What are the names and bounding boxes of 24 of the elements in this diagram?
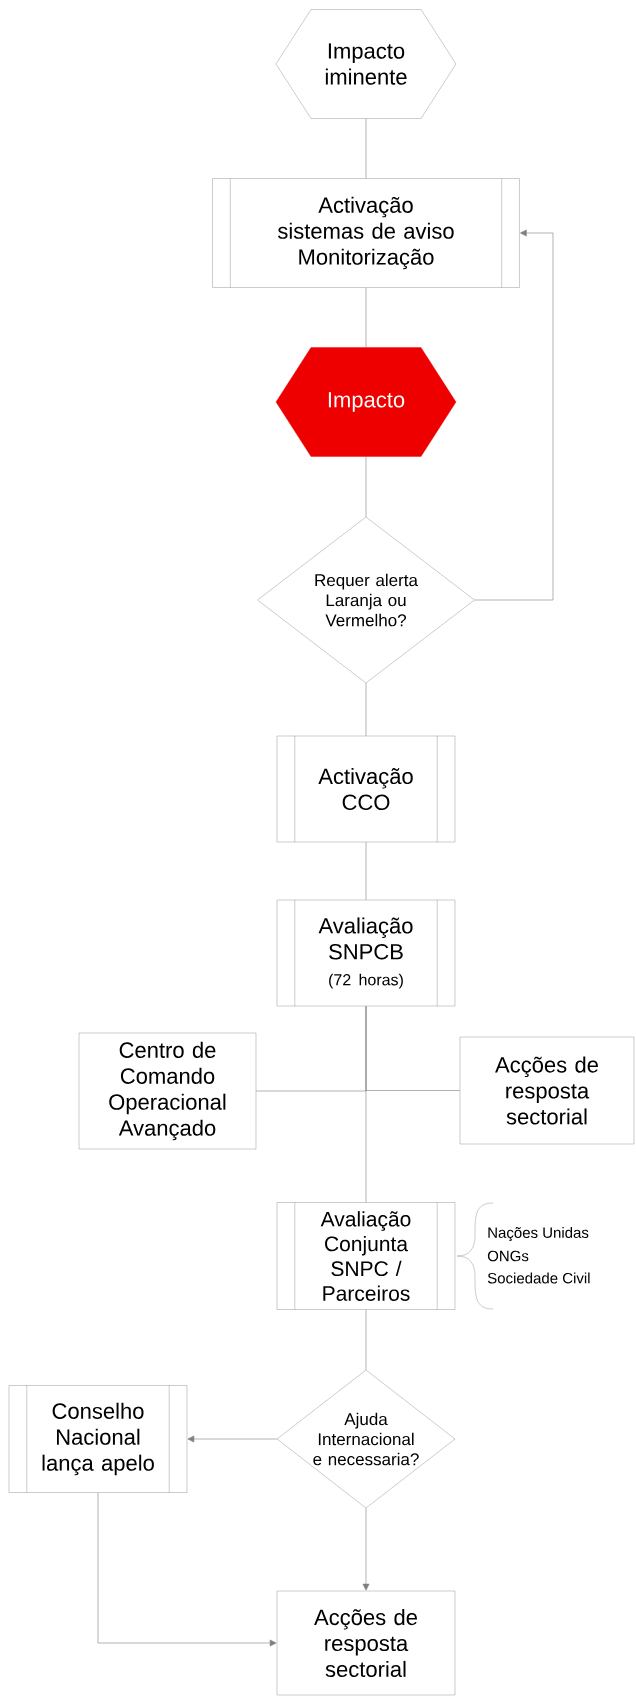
connector [365,456,367,518]
process-box: Centro de Comando Operacional Avançado [78,1032,257,1150]
connector [97,1492,277,1647]
hexagon-node: Impacto [275,347,457,457]
process-box: Activação CCO [276,735,456,843]
process-box: Avaliação Conjunta SNPC / Parceiros [276,1202,456,1310]
connector [365,682,367,737]
beside-text: ONGs [487,1250,529,1262]
connector [474,229,554,601]
connector [365,1005,367,1203]
beside-text: Sociedade Civil [487,1272,590,1284]
process-box: Activação sistemas de aviso Monitorização [212,178,520,288]
connector [362,1507,370,1591]
hexagon-node: Impacto iminente [275,9,457,119]
connector [187,1435,278,1443]
process-box: Acções de resposta sectorial [459,1036,635,1145]
connector [365,118,367,179]
beside-text: Nações Unidas [488,1227,589,1242]
process-box: Conselho Nacional lança apelo [8,1385,188,1493]
process-box: Acções de resposta sectorial [276,1590,456,1696]
connector [365,287,367,348]
connector [365,1309,367,1371]
connector [365,841,367,901]
process-box: Avaliação SNPCB (72 horas) [276,899,456,1007]
